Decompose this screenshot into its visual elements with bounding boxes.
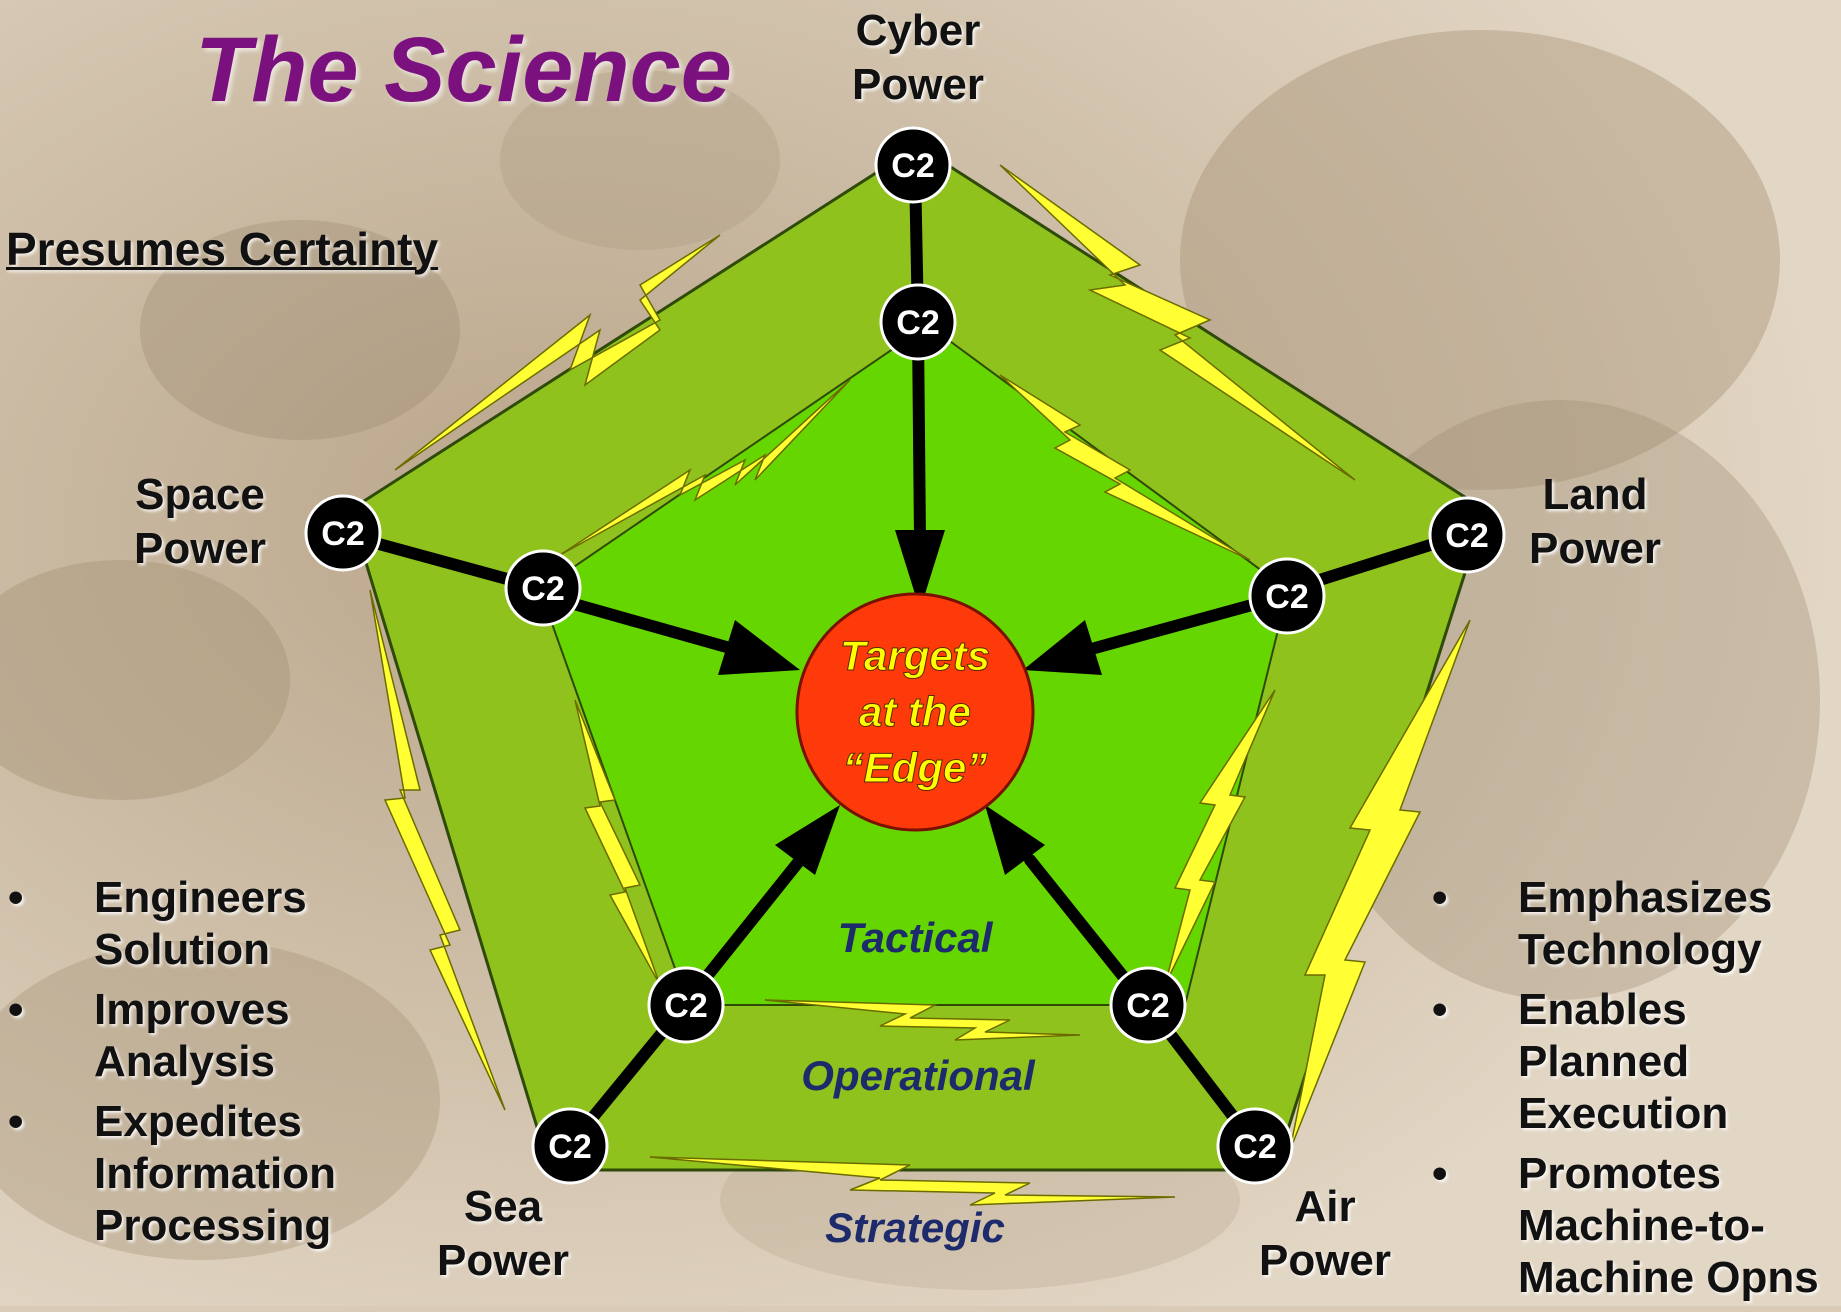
- lightning-bolts: [369, 164, 1471, 1206]
- target-circle: [795, 592, 1035, 832]
- c2-node-label: C2: [896, 304, 939, 342]
- level-tactical: Tactical: [838, 914, 994, 961]
- power-label-sea: Sea Power: [418, 1180, 588, 1288]
- arrow-sea: [694, 854, 806, 991]
- lightning-bolt-bottom-inner: [764, 999, 1081, 1041]
- lightning-bolt-top-right-outer: [999, 164, 1356, 481]
- c2-node-sea-inner: C2: [647, 966, 725, 1044]
- lightning-bolt-top-left-inner: [559, 379, 851, 556]
- left-bullet-item: Engineers Solution: [8, 872, 428, 976]
- page-subtitle: Presumes Certainty: [6, 223, 439, 275]
- lightning-bolt-top-left-outer: [394, 234, 721, 471]
- c2-node-land-inner: C2: [1248, 557, 1326, 635]
- c2-node-space-outer: C2: [304, 494, 382, 572]
- lightning-bolt-top-right-inner: [999, 374, 1251, 561]
- arrowhead-land: [1023, 620, 1102, 675]
- c2-node-label: C2: [664, 987, 707, 1025]
- c2-node-cyber-outer: C2: [874, 126, 952, 204]
- c2-node-label: C2: [548, 1128, 591, 1166]
- c2-node-land-outer: C2: [1428, 496, 1506, 574]
- left-bullet-item: Expedites Information Processing: [8, 1096, 428, 1252]
- c2-node-label: C2: [1265, 578, 1308, 616]
- power-label-cyber-line-1: Cyber: [855, 6, 981, 55]
- arrowhead-sea: [775, 805, 840, 875]
- level-labels: Tactical Operational Strategic: [801, 914, 1036, 1251]
- left-bullet-list: Engineers Solution Improves Analysis Exp…: [8, 872, 428, 1260]
- arrowhead-cyber: [895, 530, 945, 610]
- c2-nodes: C2 C2 C2 C2 C2 C2 C2 C2: [304, 126, 1506, 1185]
- power-label-air-line-2: Power: [1258, 1236, 1392, 1285]
- power-label-sea-line-1: Sea: [463, 1182, 543, 1231]
- lightning-bolt-bottom-outer: [649, 1156, 1176, 1206]
- page-title: The Science: [195, 19, 732, 121]
- c2-node-label: C2: [521, 570, 564, 608]
- c2-node-label: C2: [321, 515, 364, 553]
- power-label-space: Space Power: [120, 468, 280, 576]
- level-operational: Operational: [801, 1052, 1036, 1099]
- arrowhead-air: [985, 805, 1045, 875]
- power-label-space-line-2: Power: [133, 524, 267, 573]
- level-strategic: Strategic: [825, 1204, 1005, 1251]
- c2-node-label: C2: [1445, 517, 1488, 555]
- arrow-air: [1024, 854, 1136, 991]
- power-label-sea-line-2: Power: [436, 1236, 570, 1285]
- left-bullet-item: Improves Analysis: [8, 984, 428, 1088]
- target-label-line-1: Targets: [840, 632, 990, 679]
- power-label-cyber: Cyber Power: [838, 4, 998, 112]
- c2-node-space-inner: C2: [504, 549, 582, 627]
- right-bullet-item: Emphasizes Technology: [1432, 872, 1841, 976]
- right-bullet-item: Promotes Machine-to-Machine Opns: [1432, 1148, 1841, 1304]
- c2-node-air-outer: C2: [1216, 1107, 1294, 1185]
- c2-node-label: C2: [1233, 1128, 1276, 1166]
- arrow-land: [1089, 594, 1276, 654]
- arrowheads: [718, 530, 1102, 875]
- power-label-land-line-1: Land: [1542, 470, 1648, 519]
- c2-node-label: C2: [1126, 987, 1169, 1025]
- target-label-line-3: “Edge”: [843, 744, 988, 791]
- power-label-air: Air Power: [1240, 1180, 1410, 1288]
- c2-node-cyber-inner: C2: [879, 283, 957, 361]
- arrowhead-space: [718, 620, 800, 675]
- lightning-bolt-left-outer: [369, 589, 506, 1111]
- power-label-cyber-line-2: Power: [851, 60, 985, 109]
- power-label-land: Land Power: [1510, 468, 1680, 576]
- arrow-space: [554, 594, 736, 654]
- arrow-cyber: [912, 324, 926, 546]
- power-label-air-line-1: Air: [1294, 1182, 1356, 1231]
- target-label-line-2: at the: [859, 688, 971, 735]
- right-bullet-list: Emphasizes Technology Enables Planned Ex…: [1432, 872, 1841, 1312]
- c2-node-sea-outer: C2: [531, 1107, 609, 1185]
- power-label-land-line-2: Power: [1528, 524, 1662, 573]
- right-bullet-item: Enables Planned Execution: [1432, 984, 1841, 1140]
- c2-node-air-inner: C2: [1109, 966, 1187, 1044]
- c2-node-label: C2: [891, 147, 934, 185]
- power-label-space-line-1: Space: [135, 470, 265, 519]
